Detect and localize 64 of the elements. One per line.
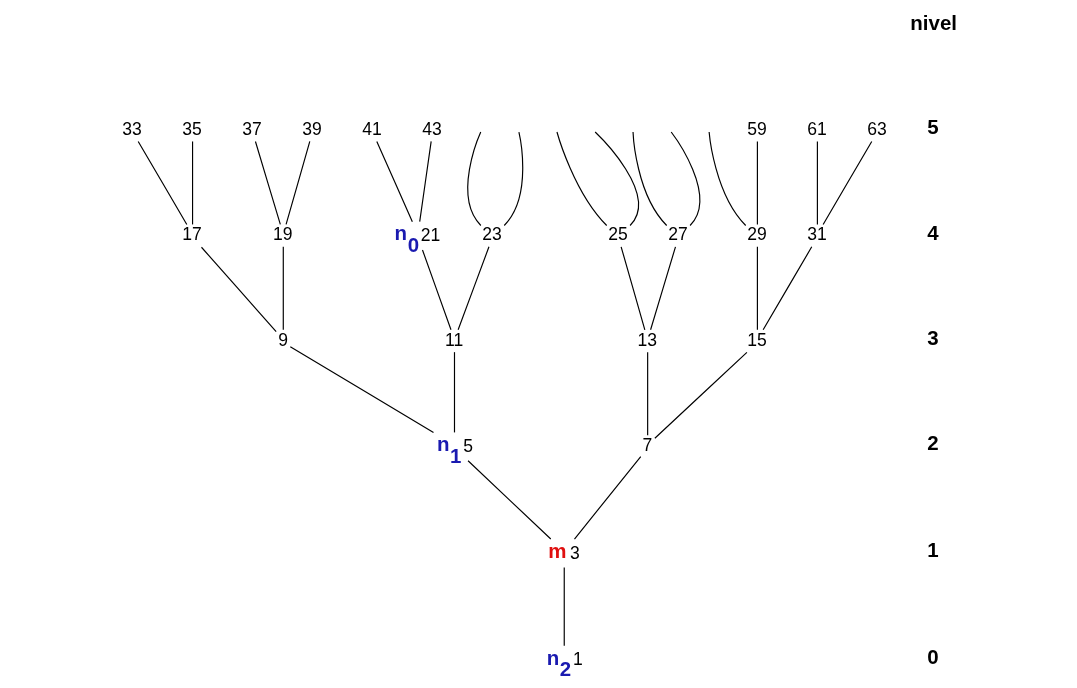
node-text: 33	[121, 118, 142, 139]
connector	[191, 140, 193, 225]
node-text: 13	[636, 329, 657, 350]
connector	[453, 351, 455, 433]
node-text: 7	[642, 434, 652, 455]
label: nivel	[909, 11, 957, 35]
connector	[573, 455, 641, 540]
connector	[254, 140, 281, 225]
node-text: 21	[420, 224, 440, 245]
node-text: 27	[667, 224, 688, 245]
node-text: 37	[241, 118, 262, 139]
node-label: m	[547, 538, 566, 562]
connector	[503, 131, 523, 227]
node-text: 17	[181, 224, 202, 245]
connector	[708, 131, 746, 227]
connector	[466, 131, 481, 227]
connector	[137, 140, 187, 225]
connector	[594, 131, 639, 227]
connector	[282, 246, 284, 331]
node-text: 15	[746, 329, 767, 350]
node-text: 19	[272, 224, 293, 245]
connector	[418, 140, 432, 223]
connector	[285, 140, 310, 225]
label: 1	[926, 538, 939, 562]
connector	[816, 140, 818, 225]
connector	[466, 460, 551, 540]
label: 4	[926, 220, 939, 244]
connector	[649, 246, 676, 331]
node-text: 41	[361, 118, 382, 139]
node-text: 11	[444, 329, 463, 350]
node-text: 29	[746, 224, 767, 245]
connector	[670, 131, 700, 227]
node-text: 5	[462, 435, 473, 456]
node-text: 31	[806, 224, 827, 245]
label: 0	[926, 645, 939, 669]
node-text: 43	[421, 118, 442, 139]
connector	[555, 131, 607, 227]
node-text: 25	[607, 224, 628, 245]
node-text: 23	[481, 224, 502, 245]
connector	[289, 346, 434, 433]
node-text: 1	[572, 649, 583, 670]
label: 2	[926, 431, 939, 455]
connector	[563, 567, 565, 647]
connector	[822, 140, 872, 225]
node-text: 9	[277, 329, 288, 350]
node-text: 39	[301, 118, 322, 139]
label: 3	[926, 326, 939, 350]
node-text: 35	[181, 118, 202, 139]
connector	[646, 351, 648, 436]
connector	[756, 140, 758, 225]
connector	[653, 351, 747, 439]
connector	[762, 246, 812, 331]
connector	[421, 249, 452, 331]
connector	[200, 246, 277, 333]
node-text: 59	[746, 118, 767, 139]
connector	[631, 131, 667, 227]
connector	[375, 140, 413, 223]
connector	[457, 246, 490, 331]
label: 5	[926, 115, 939, 139]
connector	[620, 246, 645, 331]
node-text: 61	[806, 118, 827, 139]
connector	[756, 246, 758, 331]
node-text: 3	[569, 542, 580, 563]
node-text: 63	[866, 118, 887, 139]
